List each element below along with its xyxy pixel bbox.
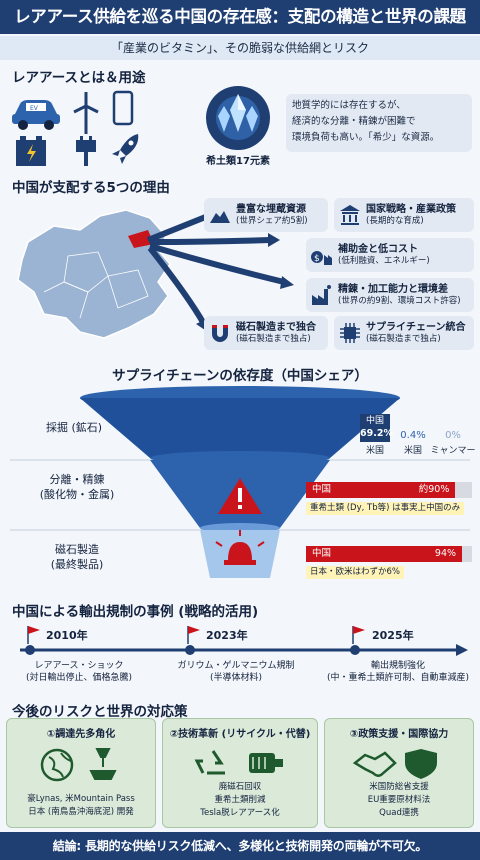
reason-card-5: 磁石製造まで独合(磁石製造まで独占) [204, 316, 328, 350]
timeline-heading: 中国による輸出規制の事例 (戦略的活用) [12, 604, 259, 620]
flag-icon [352, 626, 365, 644]
magnet-icon [212, 325, 228, 342]
stage-magnet: 磁石製造(最終製品) [50, 543, 104, 571]
chip-icon [340, 323, 360, 343]
mining-china-country: 米国 [365, 446, 384, 456]
refining-share-fill: 約90%中国 [306, 482, 456, 498]
china-map [17, 209, 171, 339]
reasons-heading: 中国が支配する5つの理由 [12, 180, 170, 196]
reason-card-2: 国家戦略・産業政策(長期的な育成) [334, 198, 474, 232]
dependency-funnel [10, 386, 470, 578]
risk-box-diversification: ①調達先多角化 豪Lynas, 米Mountain Pass 日本 (南鳥島沖海… [6, 718, 156, 828]
inner-mongolia-highlight [128, 230, 154, 248]
magnet-share-fill: 94%中国 [306, 546, 463, 562]
ore-pile-icon [210, 211, 230, 223]
page-title: レアアース供給を巡る中国の存在感：支配の構造と世界の課題 [0, 0, 480, 34]
timeline-axis [20, 626, 468, 656]
reason-card-6: サプライチェーン統合(磁石製造まで独占) [334, 316, 474, 350]
timeline-event-2025: 輸出規制強化(中・重希土類許可制、自動車減産) [326, 661, 470, 683]
usage-description: 地質学的には存在するが、 経済的な分離・精錬が困難で 環境負荷も高い。「希少」な… [286, 94, 472, 152]
handshake-shield-icon [352, 749, 437, 779]
government-building-icon [340, 205, 360, 225]
mining-china-share: 中国 69.2% [360, 414, 393, 442]
magnet-note: 日本・欧米はわずか6% [306, 566, 404, 579]
dependency-heading: サプライチェーンの依存度（中国シェア） [112, 368, 368, 384]
crystal-label: 希土類17元素 [206, 156, 270, 167]
ev-car-icon: EV [12, 100, 60, 130]
svg-text:$: $ [314, 254, 320, 264]
page-subtitle: 「産業のビタミン」、その脆弱な供給網とリスク [0, 36, 480, 60]
refining-share-value: 約90% [418, 484, 450, 495]
alarm-light-icon [215, 530, 265, 565]
usage-icons: EV [12, 90, 139, 166]
mining-myanmar-country: ミャンマー [430, 446, 476, 456]
mining-myanmar-share: 0% [445, 430, 461, 441]
magnet-share-value: 94% [434, 548, 457, 559]
risk-box-policy: ③政策支援・国際協力 米国防総省支援 EU重要原材料法 Quad連携 [324, 718, 474, 828]
timeline-event-2023: ガリウム・ゲルマニウム規制(半導体材料) [177, 661, 295, 683]
refining-share-bar: 約90%中国 [306, 482, 472, 498]
reason-card-3: $ 補助金と低コスト(低利融資、エネルギー) [306, 238, 474, 272]
rocket-icon [112, 134, 139, 164]
refining-note: 重希土類 (Dy, Tb等) は事実上中国のみ [306, 502, 465, 515]
reason-card-4: 精錬・加工能力と環境差(世界の約9割、環境コスト許容) [306, 278, 474, 312]
magnet-share-bar: 94%中国 [306, 546, 472, 562]
globe-mine-icon [40, 748, 117, 782]
smartphone-icon [112, 90, 134, 126]
conclusion-banner: 結論: 長期的な供給リスク低減へ、多様化と技術開発の両輪が不可欠。 [0, 832, 480, 860]
timeline-year-2010: 2010年 [46, 629, 88, 642]
timeline-year-2025: 2025年 [372, 629, 414, 642]
mining-us-country: 米国 [403, 446, 422, 456]
stage-mining: 採掘 (鉱石) [45, 421, 103, 434]
refinery-icon [312, 285, 331, 305]
flag-icon [187, 626, 200, 644]
plug-icon [76, 136, 96, 166]
svg-text:EV: EV [30, 105, 39, 112]
stage-refining: 分離・精錬(酸化物・金属) [39, 473, 115, 501]
flag-icon [27, 626, 40, 644]
wind-turbine-icon [73, 92, 99, 134]
battery-icon [16, 136, 46, 166]
risks-heading: 今後のリスクと世界の対応策 [12, 704, 188, 720]
money-factory-icon: $ [311, 251, 332, 265]
risk-box-technology: ②技術革新 (リサイクル・代替) 廃磁石回収 重希土類削減 Tesla脱レアアー… [162, 718, 318, 828]
reason-card-1: 豊富な埋蔵資源(世界シェア約5割) [204, 198, 328, 232]
recycle-motor-icon [194, 750, 283, 775]
timeline-year-2023: 2023年 [206, 629, 248, 642]
usage-heading: レアアースとは＆用途 [12, 70, 146, 86]
warning-icon [218, 478, 262, 514]
rare-earth-crystal-icon [206, 86, 270, 150]
mining-us-share: 0.4% [400, 430, 426, 441]
timeline-event-2010: レアアース・ショック(対日輸出停止、価格急騰) [25, 661, 133, 683]
